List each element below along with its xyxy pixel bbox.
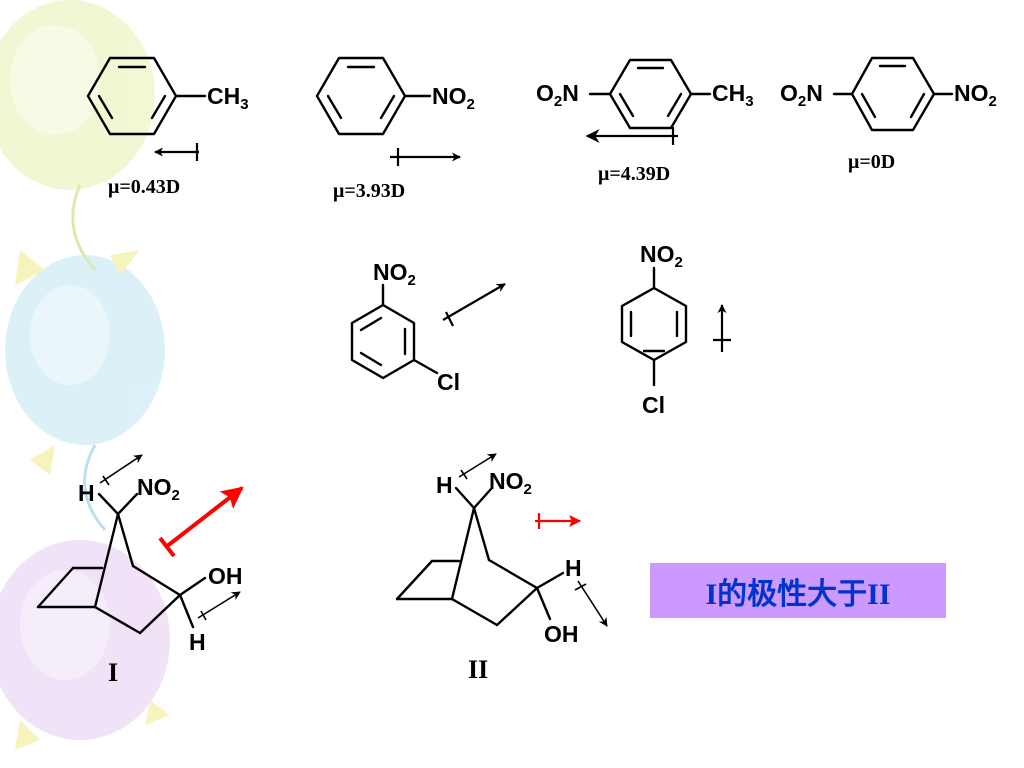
- compound-i-net-dipole-arrow: [158, 486, 244, 558]
- p-chloronitrobenzene-structure: NO2 Cl: [620, 241, 688, 418]
- compound-i-h-top-label: H: [78, 480, 95, 506]
- p-nitrotoluene-dipole-arrow: [585, 127, 678, 145]
- compound-ii-oh-dipole-arrow: [574, 580, 608, 627]
- compound-i-ch-dipole-arrow: [99, 454, 143, 486]
- m-chloronitrobenzene-structure: NO2 Cl: [350, 259, 460, 395]
- compound-ii-ch-dipole-arrow: [458, 453, 497, 480]
- toluene-moment: μ=0.43D: [108, 176, 180, 198]
- conclusion-text: I的极性大于II: [705, 577, 891, 611]
- p-dinitrobenzene-structure: O2N NO2: [780, 56, 997, 132]
- p-chloronitrobenzene-nitro-label: NO2: [640, 241, 683, 271]
- compound-i-hydroxyl-label: OH: [208, 563, 243, 589]
- p-nitrotoluene-nitro-label: O2N: [536, 80, 579, 110]
- compound-ii-hydroxyl-label: OH: [544, 621, 579, 647]
- m-chloronitrobenzene-chloro-label: Cl: [437, 369, 460, 395]
- compound-ii-h-top-label: H: [436, 472, 453, 498]
- m-chloronitrobenzene-dipole-arrow: [442, 283, 506, 327]
- p-chloronitrobenzene-chloro-label: Cl: [642, 392, 665, 418]
- nitrobenzene-structure: NO2: [315, 56, 475, 136]
- p-chloronitrobenzene-dipole-arrow: [713, 304, 731, 352]
- conclusion-box: I的极性大于II: [650, 563, 946, 618]
- balloon-decoration: [0, 0, 170, 750]
- toluene-structure: CH3: [86, 56, 249, 136]
- compound-i-h-bottom-label: H: [189, 629, 206, 655]
- p-nitrotoluene-moment: μ=4.39D: [598, 163, 670, 185]
- compound-ii-structure: H NO2 H OH: [395, 468, 582, 647]
- nitrobenzene-moment: μ=3.93D: [333, 180, 405, 202]
- compound-i-oh-dipole-arrow: [197, 591, 241, 621]
- compound-i-label: I: [108, 658, 118, 687]
- p-nitrotoluene-methyl-label: CH3: [712, 80, 754, 110]
- compound-ii-label: II: [468, 655, 488, 684]
- toluene-dipole-arrow: [154, 143, 199, 161]
- compound-ii-nitro-label: NO2: [489, 468, 532, 498]
- p-nitrotoluene-structure: O2N CH3: [536, 58, 754, 130]
- compound-ii-net-dipole-arrow: [535, 513, 582, 529]
- p-dinitrobenzene-right-nitro-label: NO2: [954, 80, 997, 110]
- toluene-methyl-label: CH3: [207, 83, 249, 113]
- p-dinitrobenzene-moment: μ=0D: [848, 151, 895, 173]
- compound-ii-h-right-label: H: [565, 555, 582, 581]
- compound-i-nitro-label: NO2: [137, 474, 180, 504]
- p-dinitrobenzene-left-nitro-label: O2N: [780, 80, 823, 110]
- m-chloronitrobenzene-nitro-label: NO2: [373, 259, 416, 289]
- compound-i-structure: H NO2 OH H: [36, 474, 243, 655]
- nitrobenzene-dipole-arrow: [390, 148, 461, 166]
- nitrobenzene-nitro-label: NO2: [432, 83, 475, 113]
